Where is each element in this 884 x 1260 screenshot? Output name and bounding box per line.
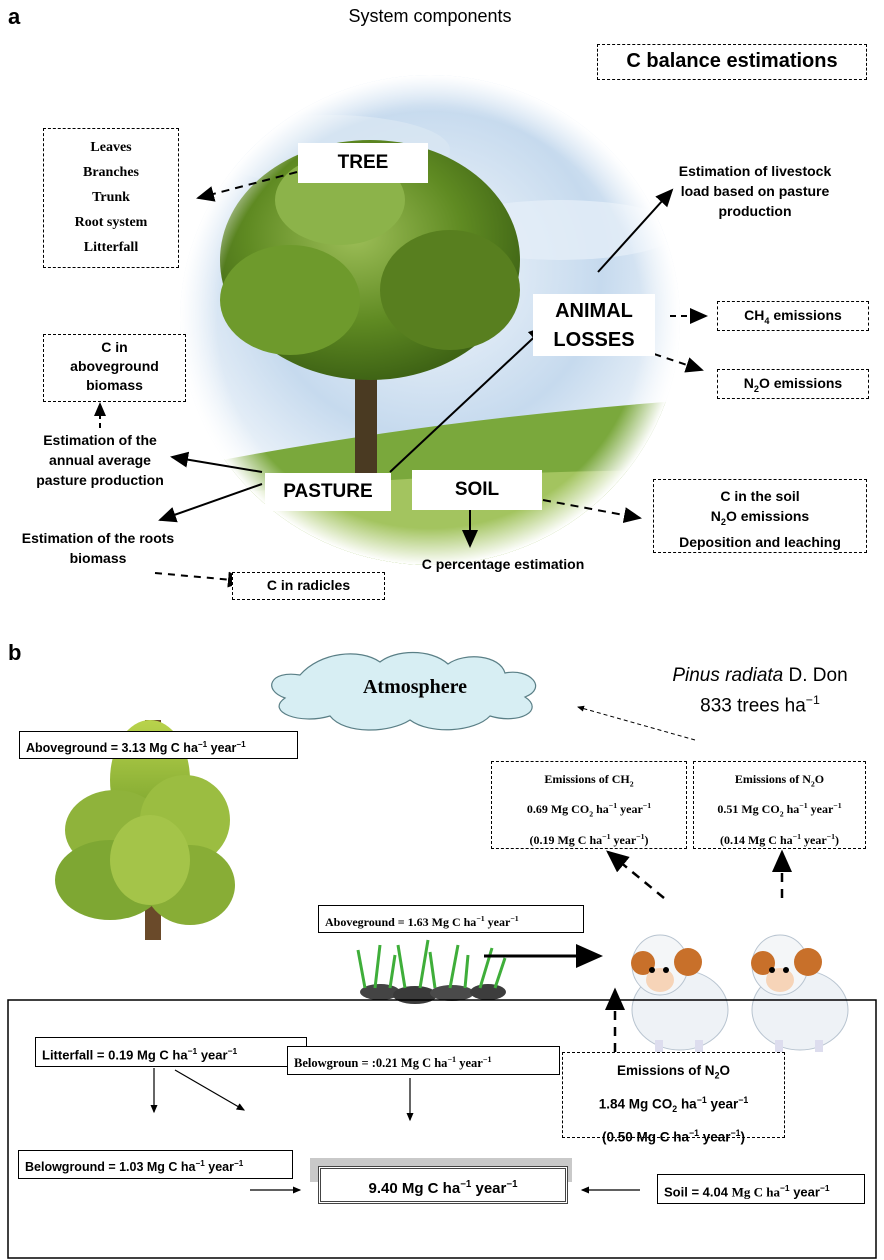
sheep-image-1 [631, 934, 729, 1052]
arrow-annual [170, 451, 263, 473]
arrow-livestock [597, 188, 674, 273]
annual-line-2: annual average [49, 452, 151, 468]
emissions-soil-line-2: 1.84 Mg CO2 ha−1 year−1 [598, 1094, 749, 1114]
soil-value-box: Soil = 4.04 Mg C ha−1 year−1 [657, 1174, 865, 1204]
annual-line-3: pasture production [36, 472, 164, 488]
tree-part-branches: Branches [83, 165, 139, 180]
arrow-to-atmosphere [577, 705, 696, 741]
c-radicles-box: C in radicles [232, 572, 385, 600]
arrow-soil-box [542, 499, 642, 523]
animal-losses-line-2: LOSSES [553, 329, 635, 351]
total-carbon-box: 9.40 Mg C ha−1 year−1 [318, 1166, 568, 1204]
n2o-box: N2O emissions [717, 369, 869, 399]
belowgroun-pasture-box: Belowgroun = :0.21 Mg C ha−1 year−1 [287, 1046, 560, 1075]
c-above-line-3: biomass [86, 377, 143, 393]
emissions-soil-line-3: (0.50 Mg C ha−1 year−1) [601, 1127, 746, 1145]
sheep-image-2 [751, 934, 849, 1052]
arrow-sheep-ch [606, 850, 665, 899]
arrow-tree-parts [196, 171, 298, 202]
soil-box-line-3: Deposition and leaching [679, 533, 841, 550]
animal-losses-label: ANIMAL LOSSES [533, 294, 655, 356]
soil-box-line-2: N2O emissions [710, 508, 810, 527]
tree-label: TREE [298, 143, 428, 183]
aboveground-tree-box: Aboveground = 3.13 Mg C ha−1 year−1 [19, 731, 298, 759]
emissions-n2o-soil-box: Emissions of N2O 1.84 Mg CO2 ha−1 year−1… [562, 1052, 785, 1144]
roots-biomass-text: Estimation of the roots biomass [3, 528, 193, 568]
emissions-ch-box: Emissions of CH2 0.69 Mg CO2 ha−1 year−1… [491, 761, 687, 849]
belowground-tree-box: Belowground = 1.03 Mg C ha−1 year−1 [18, 1150, 293, 1179]
c-above-line-1: C in [101, 339, 128, 355]
pasture-grass-image [356, 939, 507, 1004]
ch4-box: CH4 emissions [717, 301, 869, 331]
emissions-soil-title: Emissions of N2O [617, 1063, 730, 1081]
tree-part-leaves: Leaves [90, 140, 132, 155]
tree-part-root-system: Root system [74, 215, 148, 230]
emissions-n2o-title: Emissions of N2O [734, 772, 825, 789]
emissions-ch-line-2: 0.69 Mg CO2 ha−1 year−1 [526, 801, 652, 819]
annual-production-text: Estimation of the annual average pasture… [12, 430, 188, 490]
panel-b-letter: b [8, 640, 22, 665]
emissions-ch-title: Emissions of CH2 [544, 772, 634, 789]
panel-a-title: System components [348, 6, 512, 26]
aboveground-pasture-box: Aboveground = 1.63 Mg C ha−1 year−1 [318, 905, 584, 933]
annual-line-1: Estimation of the [43, 432, 157, 448]
livestock-line-3: production [718, 203, 792, 219]
species-name: Pinus radiata D. Don [672, 665, 848, 686]
c-percentage-text: C percentage estimation [421, 556, 585, 572]
atmosphere-label: Atmosphere [362, 676, 468, 698]
roots-line-1: Estimation of the roots [21, 530, 175, 546]
soil-box-line-1: C in the soil [720, 488, 800, 504]
tree-part-trunk: Trunk [92, 190, 130, 205]
soil-components-box: C in the soil N2O emissions Deposition a… [653, 479, 867, 553]
emissions-ch-line-3: (0.19 Mg C ha−1 year−1) [529, 831, 649, 847]
emissions-n2o-line-3: (0.14 Mg C ha−1 year−1) [719, 831, 839, 847]
panel-a-letter: a [8, 4, 21, 29]
tree-density: 833 trees ha−1 [700, 693, 820, 717]
atmosphere-cloud [271, 652, 537, 731]
livestock-line-2: load based on pasture [680, 183, 830, 199]
arrow-pasture-animal [389, 325, 547, 473]
species-info: Pinus radiata D. Don 833 trees ha−1 [640, 664, 880, 718]
tree-parts-box: Leaves Branches Trunk Root system Litter… [43, 128, 179, 268]
livestock-line-1: Estimation of livestock [678, 163, 832, 179]
emissions-n2o-sheep-box: Emissions of N2O 0.51 Mg CO2 ha−1 year−1… [693, 761, 866, 849]
c-balance-box: C balance estimations [597, 44, 867, 80]
animal-losses-line-1: ANIMAL [555, 300, 633, 322]
c-aboveground-box: C in aboveground biomass [43, 334, 186, 402]
c-above-line-2: aboveground [70, 358, 159, 374]
roots-line-2: biomass [69, 550, 127, 566]
soil-label: SOIL [412, 470, 542, 510]
litterfall-box: Litterfall = 0.19 Mg C ha−1 year−1 [35, 1037, 307, 1067]
arrow-n2o [641, 349, 704, 373]
tree-part-litterfall: Litterfall [83, 240, 139, 255]
arrow-roots [158, 483, 263, 523]
arrow-litter-diag [174, 1069, 246, 1111]
arrow-radicles [154, 571, 246, 588]
pasture-label: PASTURE [265, 473, 391, 511]
soil-box [7, 999, 877, 1259]
emissions-n2o-line-2: 0.51 Mg CO2 ha−1 year−1 [717, 801, 842, 819]
livestock-text: Estimation of livestock load based on pa… [655, 161, 855, 221]
